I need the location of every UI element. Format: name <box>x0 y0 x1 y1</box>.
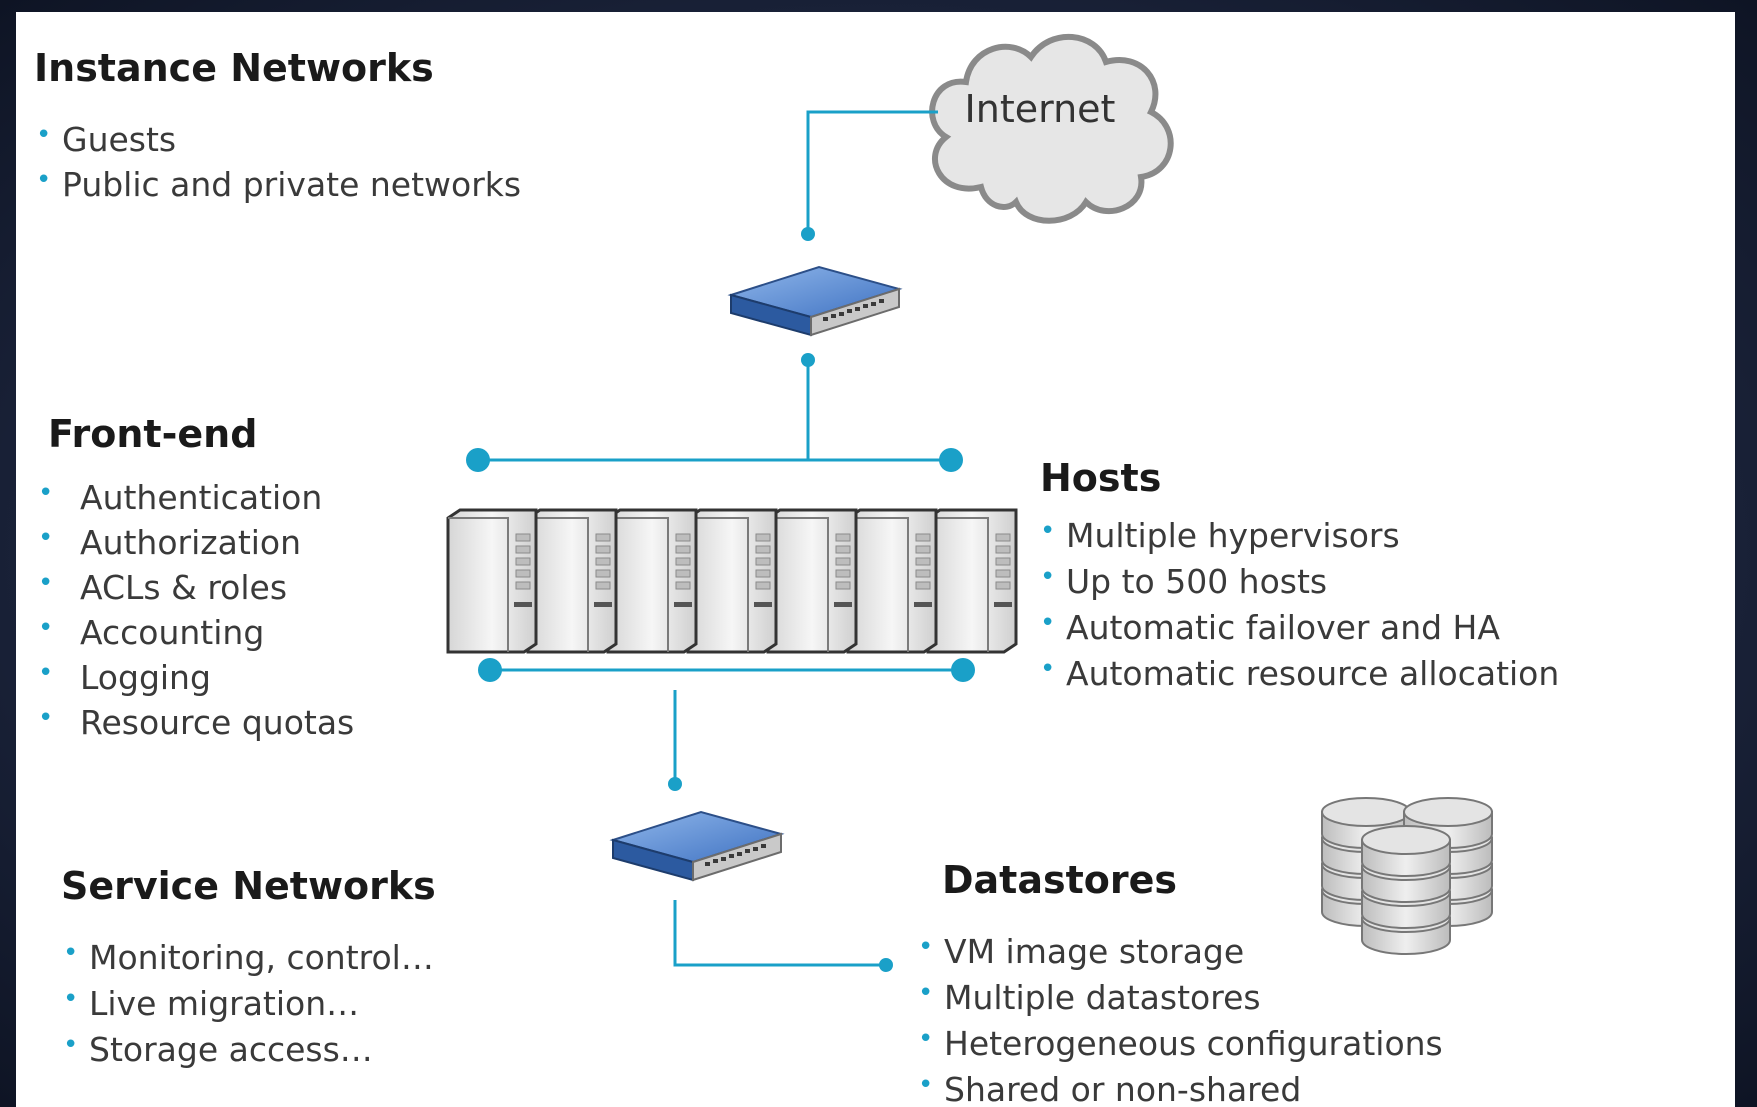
connector-dot <box>879 958 893 972</box>
list-item: Monitoring, control… <box>61 938 434 984</box>
list-item: Heterogeneous configurations <box>916 1024 1443 1070</box>
connector-dot <box>478 658 502 682</box>
hosts-list: Multiple hypervisors Up to 500 hosts Aut… <box>1038 516 1559 700</box>
server-tower-icon <box>606 508 698 654</box>
internet-uplink-line <box>806 110 938 234</box>
server-tower-icon <box>686 508 778 654</box>
instance-networks-title: Instance Networks <box>34 46 434 90</box>
service-networks-title: Service Networks <box>61 864 436 908</box>
server-tower-icon <box>846 508 938 654</box>
list-item: VM image storage <box>916 932 1443 978</box>
list-item: Logging <box>34 658 354 703</box>
list-item: Automatic resource allocation <box>1038 654 1559 700</box>
front-end-list: Authentication Authorization ACLs & role… <box>34 478 354 748</box>
server-tower-icon <box>526 508 618 654</box>
list-item: Storage access… <box>61 1030 434 1076</box>
connector-dot <box>668 777 682 791</box>
service-networks-list: Monitoring, control… Live migration… Sto… <box>61 938 434 1076</box>
server-tower-icon <box>766 508 858 654</box>
connector-dot <box>801 227 815 241</box>
list-item: Live migration… <box>61 984 434 1030</box>
connectors <box>478 110 963 967</box>
connector-dots <box>466 227 975 972</box>
list-item: Public and private networks <box>34 165 521 210</box>
datastores-title: Datastores <box>942 858 1178 902</box>
list-item: Shared or non-shared <box>916 1070 1443 1107</box>
connector-dot <box>951 658 975 682</box>
network-switch-icon <box>609 810 785 882</box>
list-item: Multiple datastores <box>916 978 1443 1024</box>
list-item: Automatic failover and HA <box>1038 608 1559 654</box>
server-rack <box>446 508 1018 654</box>
connector-dot <box>466 448 490 472</box>
server-tower-icon <box>926 508 1018 654</box>
front-end-title: Front-end <box>48 412 258 456</box>
switch-to-datastores-line <box>673 900 886 967</box>
connector-dot <box>801 353 815 367</box>
disk-platter <box>1361 825 1451 877</box>
hosts-title: Hosts <box>1040 456 1162 500</box>
instance-networks-list: Guests Public and private networks <box>34 120 521 210</box>
server-tower-icon <box>446 508 538 654</box>
list-item: Authentication <box>34 478 354 523</box>
cloud-icon: Internet <box>929 33 1174 224</box>
architecture-diagram: Instance Networks Guests Public and priv… <box>16 12 1735 1107</box>
list-item: ACLs & roles <box>34 568 354 613</box>
list-item: Resource quotas <box>34 703 354 748</box>
list-item: Authorization <box>34 523 354 568</box>
diagram-graphics: Internet <box>446 33 1493 972</box>
list-item: Up to 500 hosts <box>1038 562 1559 608</box>
connector-dot <box>939 448 963 472</box>
list-item: Multiple hypervisors <box>1038 516 1559 562</box>
internet-label: Internet <box>965 87 1116 131</box>
datastores-list: VM image storage Multiple datastores Het… <box>916 932 1443 1107</box>
list-item: Accounting <box>34 613 354 658</box>
list-item: Guests <box>34 120 521 165</box>
network-switch-icon <box>727 265 903 337</box>
database-disk-stack-icon <box>1321 797 1493 955</box>
